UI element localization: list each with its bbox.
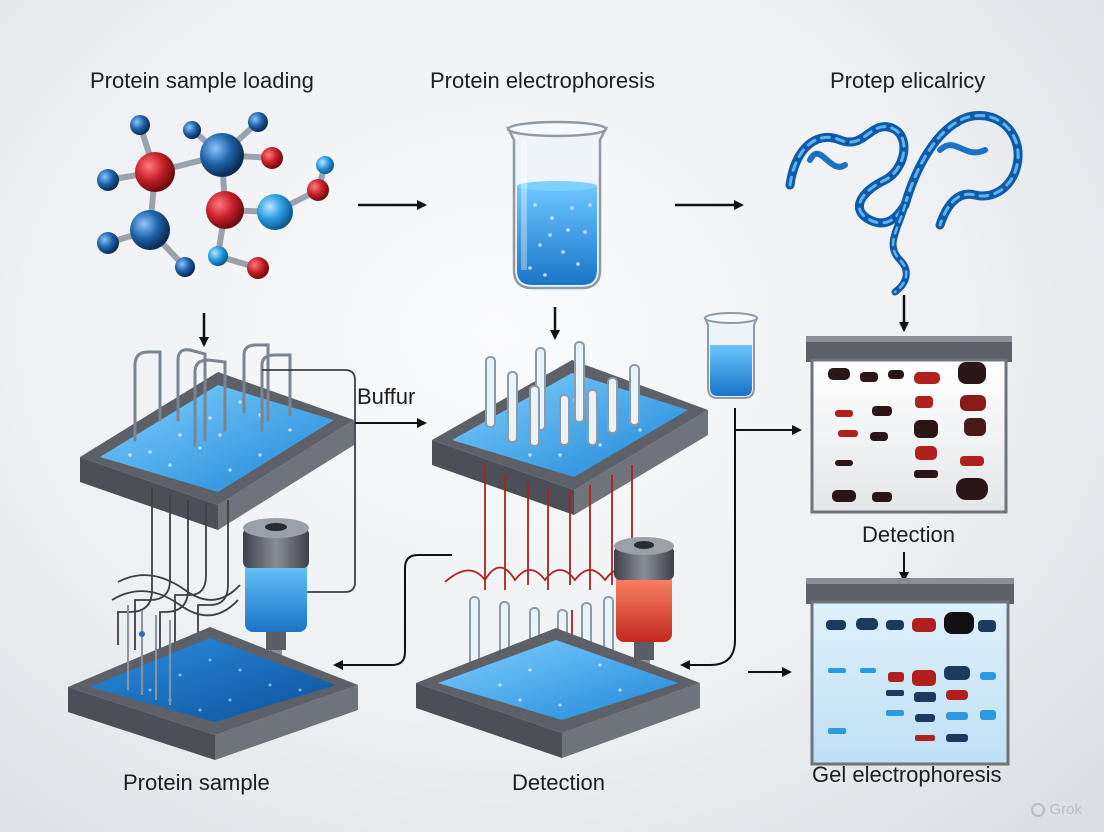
protein-ribbon-icon: [785, 111, 1023, 296]
left-lower-tray: [68, 605, 358, 760]
label-gel-electrophoresis: Gel electrophoresis: [812, 762, 1002, 787]
label-protein-electrophoresis: Protein electrophoresis: [430, 68, 656, 93]
left-upper-tray: [80, 372, 354, 530]
label-protep-elicalricy: Protep elicalricy: [830, 68, 986, 93]
left-cable-lines: [111, 369, 356, 660]
protein-molecule-icon: [97, 112, 334, 279]
label-detection-right: Detection: [862, 522, 955, 547]
grok-logo-icon: [1031, 802, 1046, 817]
label-protein-sample: Protein sample: [123, 770, 270, 795]
watermark-text: Grok: [1049, 801, 1082, 818]
middle-lower-tray: [416, 628, 700, 758]
label-detection-bottom: Detection: [512, 770, 605, 795]
upper-gel-panel: [806, 336, 1012, 514]
left-cylinder-icon: [243, 518, 309, 666]
watermark: Grok: [1031, 801, 1082, 818]
middle-cylinder-icon: [614, 537, 674, 678]
connector-lines: [333, 408, 909, 677]
label-protein-sample-loading: Protein sample loading: [90, 68, 314, 93]
small-beaker-icon: [703, 312, 759, 399]
beaker-icon: [505, 120, 609, 290]
lower-gel-panel: [806, 578, 1014, 766]
top-arrows: [199, 200, 909, 347]
label-buffer: Buffur: [357, 384, 416, 409]
middle-test-tubes: [485, 341, 640, 447]
left-pipettes: [133, 343, 292, 447]
